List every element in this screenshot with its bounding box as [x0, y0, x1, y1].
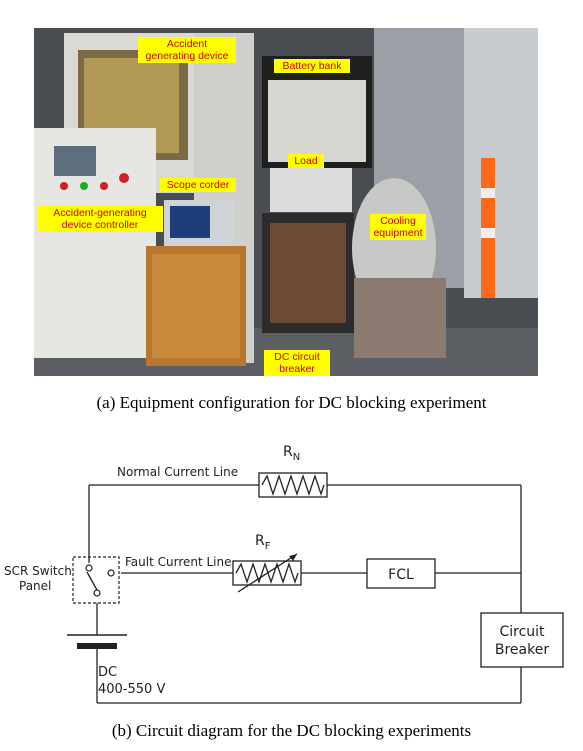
- circuit-diagram: RN Normal Current Line RF Fault Current …: [4, 444, 564, 704]
- dc-label-line1: DC: [98, 665, 117, 680]
- accident-device-label: Accident generating device: [138, 37, 236, 63]
- switch-label-line1: SCR Switch: [4, 564, 72, 578]
- fault-line-label: Fault Current Line: [125, 555, 232, 569]
- caption-a: (a) Equipment configuration for DC block…: [96, 393, 487, 412]
- resistor-rn: [258, 472, 328, 498]
- caption-b: (b) Circuit diagram for the DC blocking …: [111, 721, 472, 740]
- equipment-photo-drawing: [34, 28, 538, 376]
- switch-label-line2: Panel: [19, 579, 51, 593]
- load-label: Load: [288, 154, 324, 168]
- cooling-equipment-label: Cooling equipment: [370, 214, 426, 240]
- scr-switch-panel: [72, 556, 120, 604]
- rf-label: RF: [255, 533, 271, 552]
- breaker-label-line1: Circuit: [499, 624, 545, 640]
- breaker-label-line2: Breaker: [495, 642, 549, 658]
- dc-breaker-label: DC circuit breaker: [264, 350, 330, 376]
- circuit-breaker-box: [480, 612, 564, 668]
- resistor-rf: [232, 553, 302, 593]
- scope-corder-label: Scope corder: [160, 178, 236, 192]
- fcl-box: [366, 558, 436, 589]
- normal-line-label: Normal Current Line: [117, 465, 238, 479]
- fcl-label: FCL: [388, 567, 414, 583]
- accident-controller-label: Accident-generating device controller: [37, 206, 163, 232]
- dc-battery-symbol: [67, 634, 127, 649]
- dc-label-line2: 400-550 V: [98, 682, 165, 697]
- battery-bank-label: Battery bank: [274, 59, 350, 73]
- equipment-photo: Accident generating device Battery bank …: [34, 28, 538, 376]
- rn-label: RN: [283, 444, 300, 463]
